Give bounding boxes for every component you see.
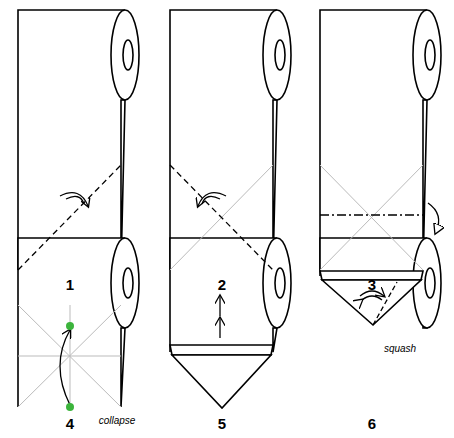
step-note: collapse bbox=[99, 416, 136, 426]
step-note: squash bbox=[384, 344, 416, 354]
step-number: 1 bbox=[66, 277, 74, 292]
step-number: 2 bbox=[218, 277, 226, 292]
step-number: 6 bbox=[368, 416, 376, 431]
step-number: 3 bbox=[368, 277, 376, 292]
step-number: 5 bbox=[218, 416, 226, 431]
step-number: 4 bbox=[66, 416, 74, 431]
